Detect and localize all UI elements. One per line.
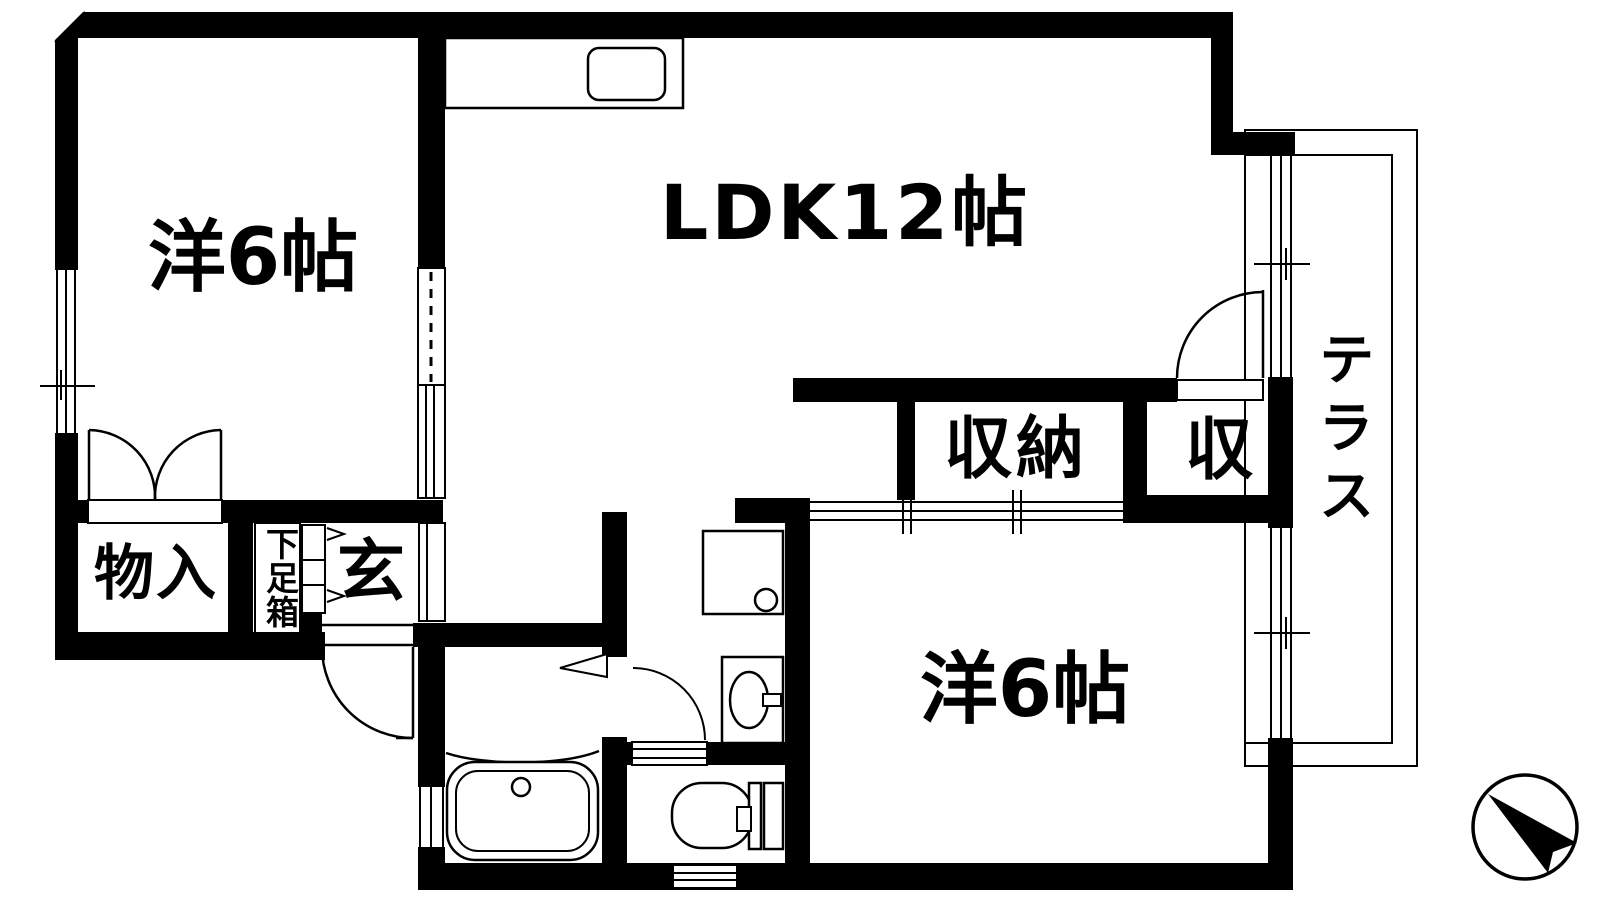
- ldk-label: LDK12帖: [659, 168, 1031, 257]
- window-ldk-terrace: [1254, 155, 1310, 377]
- bedroom2-sliding-doors: [810, 490, 1123, 534]
- compass-icon: [1471, 773, 1579, 881]
- shoe-box-cabinet: [254, 522, 348, 634]
- washbasin-icon: [720, 655, 785, 745]
- bathtub-icon: [445, 749, 600, 862]
- shoe-box-label: 下足箱: [260, 527, 300, 629]
- window-bedroom2-terrace: [1254, 528, 1310, 738]
- bedroom1-label: 洋6帖: [147, 213, 359, 303]
- partition-bedroom1-ldk: [417, 267, 446, 499]
- toilet-vent-window: [672, 864, 738, 889]
- bedroom2-label: 洋6帖: [919, 645, 1131, 735]
- window-bedroom1-left: [40, 270, 95, 433]
- window-bathroom: [419, 787, 444, 847]
- closet-label: 収納: [943, 410, 1089, 489]
- walls: [55, 12, 1295, 890]
- closet-small-label: 収: [1184, 411, 1258, 490]
- terrace-label: テラス: [1309, 330, 1374, 534]
- storage-label: 物入: [94, 539, 218, 609]
- storage-french-doors: [87, 428, 223, 524]
- entrance-step: [418, 522, 446, 622]
- closet-small-door: [1175, 290, 1265, 401]
- bathroom-door: [559, 652, 706, 741]
- entrance-door: [320, 623, 415, 740]
- entrance-label: 玄: [336, 533, 410, 612]
- toilet-icon: [670, 781, 785, 851]
- terrace-outline: [1244, 129, 1418, 767]
- kitchen-sink-icon: [443, 36, 685, 110]
- washing-machine-icon: [701, 529, 785, 616]
- corner-chamfer: [53, 10, 86, 43]
- toilet-sliding-door: [631, 741, 708, 766]
